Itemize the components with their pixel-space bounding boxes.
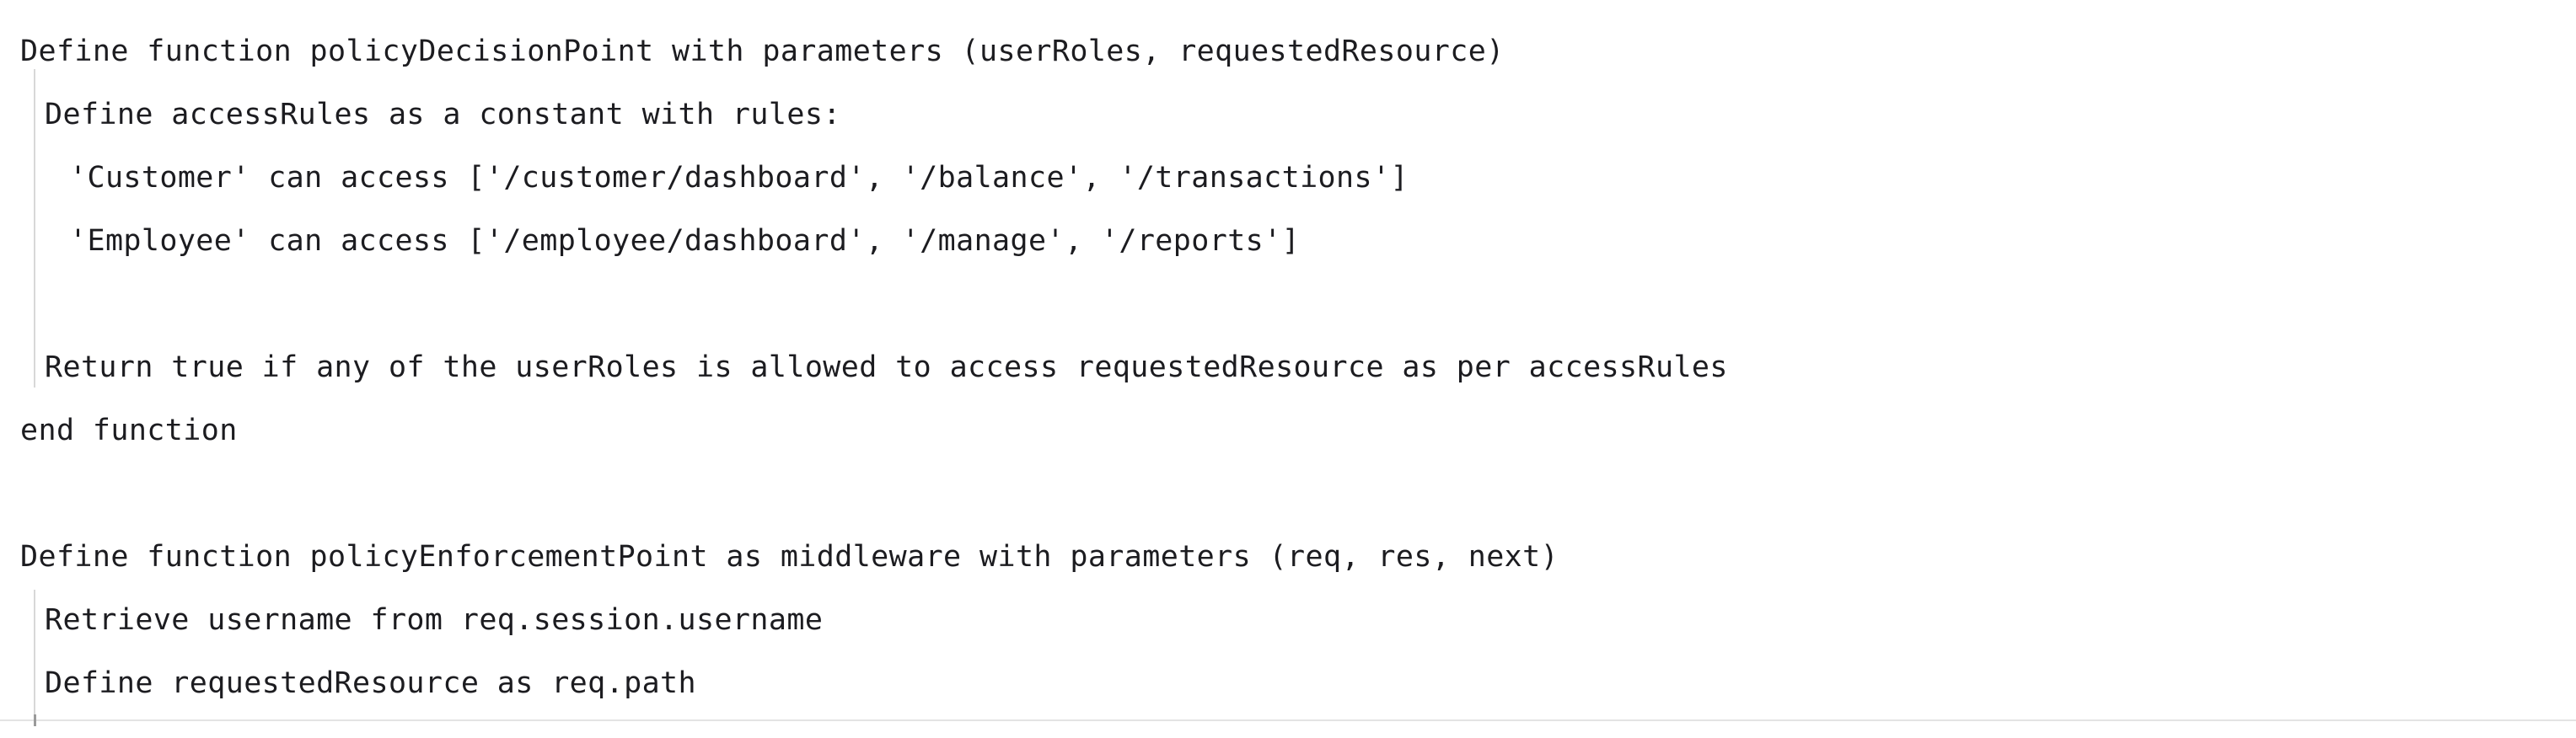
code-line: Define function policyEnforcementPoint a… — [20, 540, 1559, 574]
code-line-blank — [0, 463, 2576, 526]
code-line-blank — [0, 273, 2576, 336]
code-line: Define accessRules as a constant with ru… — [45, 98, 841, 131]
code-block-bottom-tick — [34, 714, 36, 726]
code-line: Return true if any of the userRoles is a… — [45, 350, 1728, 384]
code-block-bottom-divider — [0, 719, 2576, 721]
code-line: 'Employee' can access ['/employee/dashbo… — [69, 224, 1301, 258]
code-line: Define function policyDecisionPoint with… — [20, 35, 1505, 68]
code-line: Define requestedResource as req.path — [45, 666, 696, 700]
code-line: 'Customer' can access ['/customer/dashbo… — [69, 161, 1409, 195]
guide-policy-enforcement-point — [34, 590, 35, 720]
code-line-list: Define function policyDecisionPoint with… — [0, 20, 2576, 715]
code-line: end function — [20, 414, 238, 447]
guide-policy-decision-point — [34, 69, 35, 388]
code-line: Retrieve username from req.session.usern… — [45, 603, 824, 637]
